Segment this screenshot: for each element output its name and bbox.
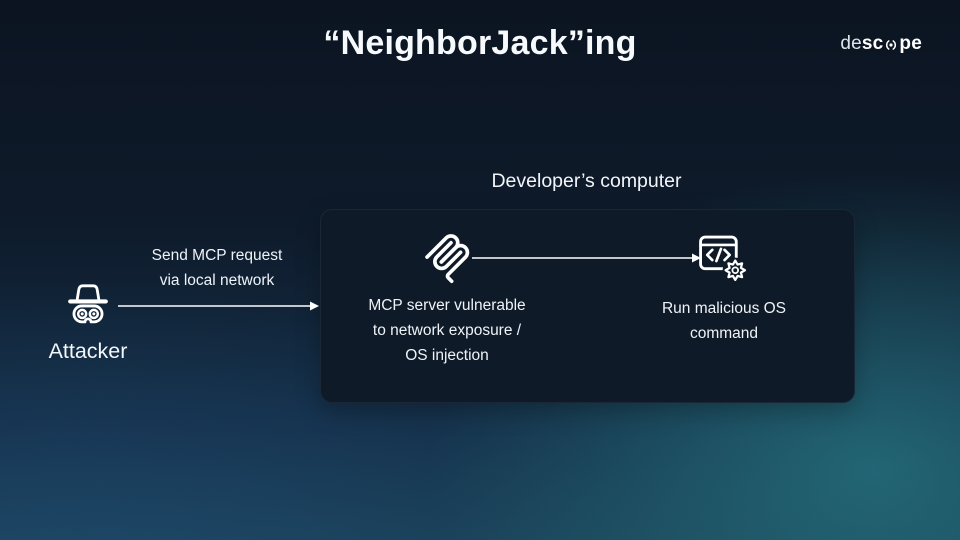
spy-incognito-icon	[68, 284, 108, 324]
attack-arrow-right	[118, 301, 319, 311]
logo-text-bold-pe: pe	[899, 33, 922, 54]
attack-arrow-label-line1: Send MCP request	[151, 247, 283, 264]
command-node-caption-line1: Run malicious OS	[661, 300, 787, 317]
mcp-logo-icon	[425, 234, 470, 284]
exploit-arrow-right	[472, 253, 701, 263]
mcp-node-caption: MCP server vulnerable to network exposur…	[327, 293, 567, 368]
command-node-caption: Run malicious OS command	[614, 296, 834, 346]
attack-arrow-label: Send MCP request via local network	[117, 243, 317, 293]
code-window-gear-icon	[699, 235, 748, 283]
attacker-label: Attacker	[48, 339, 128, 363]
logo-text-light: de	[840, 33, 862, 54]
descope-lens-icon	[886, 39, 897, 50]
logo-text-bold-sc: sc	[861, 33, 884, 54]
slide-title: “NeighborJack”ing	[323, 24, 637, 62]
mcp-node-caption-line2: to network exposure /	[372, 322, 522, 339]
mcp-node-caption-line1: MCP server vulnerable	[368, 297, 526, 314]
developer-computer-box	[320, 209, 855, 403]
attack-arrow-label-line2: via local network	[159, 272, 275, 289]
mcp-node-caption-line3: OS injection	[405, 347, 489, 364]
command-node-caption-line2: command	[689, 325, 759, 342]
developer-computer-label: Developer’s computer	[491, 170, 682, 192]
